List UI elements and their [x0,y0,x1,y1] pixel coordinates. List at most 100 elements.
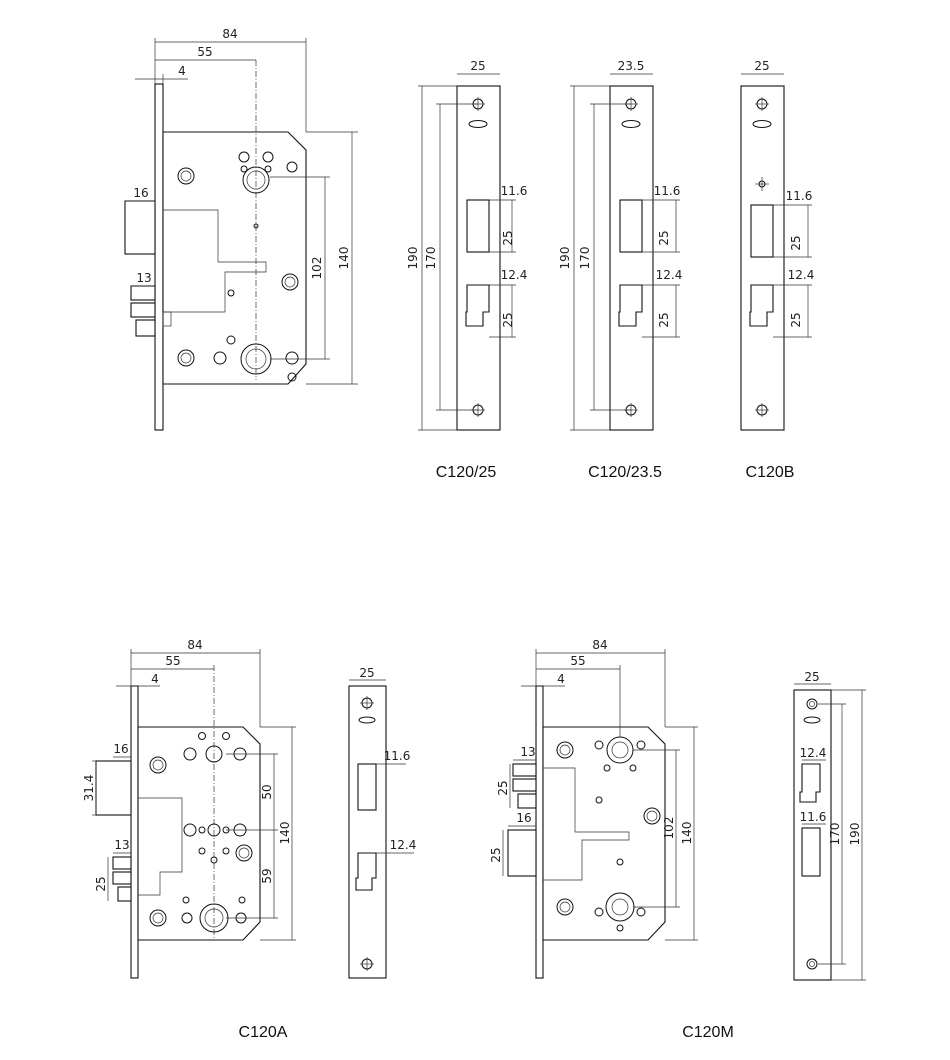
screw-icon [556,741,574,759]
dim-12-4: 12.4 [788,268,815,282]
dim-16: 16 [133,186,148,200]
latch-opening [355,852,377,891]
dim-13: 13 [136,271,151,285]
latch-mid [130,302,156,318]
deadbolt [95,760,132,816]
hole [253,223,259,229]
dim-59: 59 [260,868,274,883]
screw-icon [149,909,167,927]
brand-logo [803,716,821,724]
hole [227,289,235,297]
hole [213,351,227,365]
model-caption: C120A [239,1024,288,1041]
lock-case [137,726,261,941]
latch-top [130,285,156,301]
screw-icon [806,958,818,970]
dim-50: 50 [260,784,274,799]
dim-55: 55 [570,654,585,668]
dim-12-4: 12.4 [390,838,417,852]
strike-plate [348,685,387,979]
dim-width: 25 [470,59,485,73]
hole [238,151,250,163]
screw-icon [281,273,299,291]
deadbolt [124,200,156,255]
dim-190: 190 [558,247,572,270]
spindle-top-inner [246,170,266,190]
faceplate-c120-25: 190 170 25 11.6 25 12.4 25 C120/25 [406,59,527,481]
faceplate-c120-23-5: 190 170 23.5 11.6 25 12.4 25 C120/23.5 [558,59,682,481]
faceplate-c120b: 25 11.6 25 12.4 25 C120B [740,59,815,481]
dim-55: 55 [165,654,180,668]
screw-icon [180,170,192,182]
lock-case [542,726,666,941]
hole [207,823,221,837]
hole [285,351,299,365]
hole [262,151,274,163]
dim-102: 102 [662,817,676,840]
screw-icon [643,807,661,825]
dim-11-6: 11.6 [501,184,528,198]
dim-11-6: 11.6 [786,189,813,203]
faceplate [154,83,164,431]
model-caption: C120B [746,464,795,481]
lever-tab [162,311,172,327]
dim-190: 190 [406,247,420,270]
dim-4: 4 [178,64,186,78]
strike-plate [740,85,785,431]
bolt-opening [619,199,643,253]
brand-logo [358,716,376,724]
latch-top [512,763,537,777]
latch-opening [465,284,490,327]
dim-84: 84 [187,638,202,652]
screw-icon [284,276,296,288]
dim-width: 23.5 [618,59,645,73]
model-caption: C120M [682,1024,734,1041]
model-caption: C120/23.5 [588,464,662,481]
dim-25b: 25 [789,312,803,327]
dim-84: 84 [592,638,607,652]
strike-plate [609,85,654,431]
latch-mid [512,778,537,792]
lock-body-c120a: 84 55 4 16 31.4 13 25 50 59 140 [82,638,296,979]
dim-12-4: 12.4 [656,268,683,282]
dim-13: 13 [520,745,535,759]
dim-11-6: 11.6 [800,810,827,824]
dim-16: 16 [516,811,531,825]
dim-width: 25 [804,670,819,684]
lock-case [162,131,307,385]
dim-170: 170 [578,247,592,270]
dim-25: 25 [657,230,671,245]
hole [287,372,297,382]
dim-25b: 25 [489,847,503,862]
dim-140: 140 [680,822,694,845]
hole [205,745,223,763]
strike-plate [456,85,501,431]
dim-170: 170 [424,247,438,270]
dim-16: 16 [113,742,128,756]
dim-31-4: 31.4 [82,775,96,802]
faceplate-c120m: 25 12.4 11.6 170 190 [793,670,866,981]
screw-icon [806,698,818,710]
dim-4: 4 [557,672,565,686]
internal-lever [138,797,183,896]
dim-25a: 25 [496,780,510,795]
brand-logo [468,120,488,128]
hole [286,161,298,173]
dim-140: 140 [337,247,351,270]
dim-170: 170 [828,823,842,846]
brand-logo [621,120,641,128]
bolt-opening [357,763,377,811]
latch-bottom [135,319,156,337]
screw-icon [149,756,167,774]
bolt-opening [466,199,490,253]
screw-icon [177,167,195,185]
hole [240,165,248,173]
model-caption: C120/25 [436,464,497,481]
dim-13: 13 [114,838,129,852]
bolt-opening [750,204,774,258]
dim-11-6: 11.6 [654,184,681,198]
dim-84: 84 [222,27,237,41]
dim-12-4: 12.4 [800,746,827,760]
brand-logo [752,120,772,128]
